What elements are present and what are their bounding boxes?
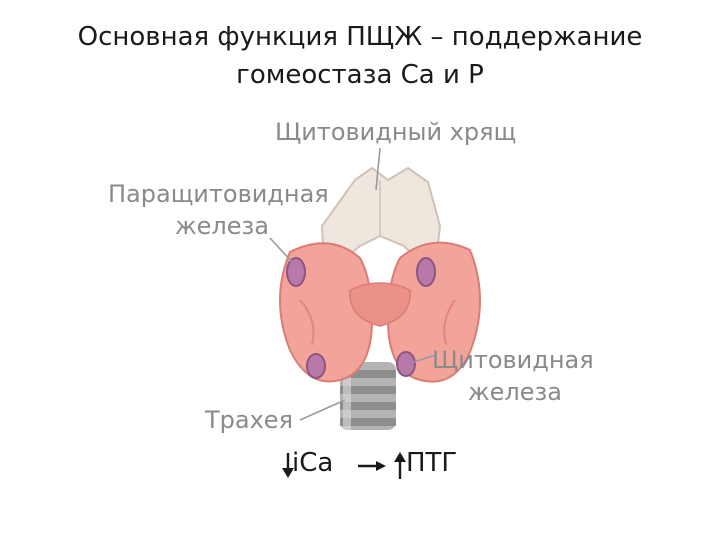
formula-arrows: [282, 452, 406, 479]
title-line-2: гомеостаза Са и Р: [236, 60, 484, 90]
leader-lines: [269, 147, 436, 421]
title-line-1: Основная функция ПЩЖ – поддержание: [77, 22, 643, 52]
label-parathyroid-line-2: железа: [175, 212, 269, 240]
slide-title: Основная функция ПЩЖ – поддержание гомео…: [0, 18, 720, 94]
trachea-drawing: [340, 362, 396, 430]
label-thyroid-line-1: Щитовидная: [432, 346, 594, 374]
formula-left: iCa: [292, 448, 334, 478]
label-thyroid-cartilage: Щитовидный хрящ: [275, 118, 517, 146]
formula-right: ПТГ: [406, 448, 458, 478]
label-thyroid-line-2: железа: [468, 378, 562, 406]
label-trachea: Трахея: [205, 406, 294, 434]
parathyroid-glands-drawing: [286, 257, 436, 379]
label-parathyroid-line-1: Паращитовидная: [108, 180, 329, 208]
